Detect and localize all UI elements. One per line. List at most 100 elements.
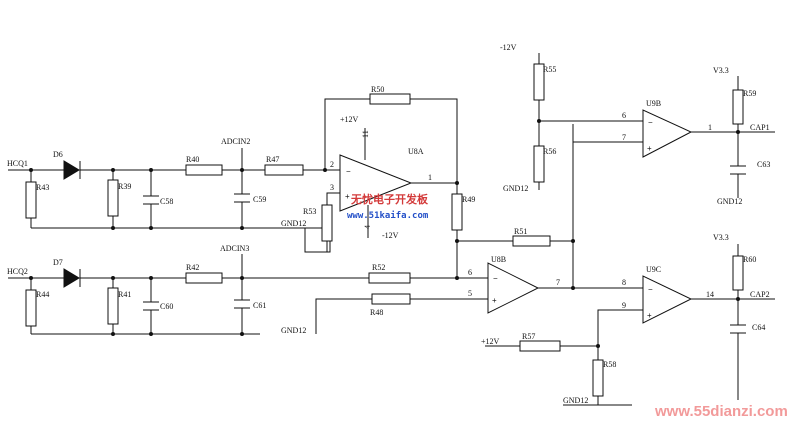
pin-numbers: 2 3 1 11 4 6 5 7 6 7 1 8 9 14	[330, 111, 714, 310]
diode-D6	[63, 160, 81, 180]
resistor-R52	[368, 272, 411, 284]
svg-text:+: +	[492, 296, 497, 305]
net-vpos-u8: +12V	[340, 115, 359, 124]
label-R58: R58	[603, 360, 616, 369]
pin-u9b-7: 7	[622, 133, 626, 142]
label-C63: C63	[757, 160, 770, 169]
pin-u9b-1: 1	[708, 123, 712, 132]
net-gnd12-top: GND12	[281, 219, 306, 228]
label-R47: R47	[266, 155, 279, 164]
pin-u9c-8: 8	[622, 278, 626, 287]
label-U9C: U9C	[646, 265, 661, 274]
capacitor-C58	[143, 195, 159, 205]
svg-text:−: −	[493, 274, 498, 283]
capacitor-C63	[730, 165, 746, 175]
capacitor-C64	[730, 324, 746, 334]
label-R43: R43	[36, 183, 49, 192]
net-hcq1: HCQ1	[7, 159, 28, 168]
label-R50: R50	[371, 85, 384, 94]
resistor-R39	[107, 179, 119, 217]
pin-u8a-11: 11	[361, 130, 370, 138]
resistor-R59	[732, 89, 744, 125]
label-R53: R53	[303, 207, 316, 216]
capacitors	[143, 165, 746, 334]
pin-u8b-7: 7	[556, 278, 560, 287]
capacitor-C60	[143, 301, 159, 311]
net-vneg-top: -12V	[500, 43, 517, 52]
pin-u8a-3: 3	[330, 183, 334, 192]
pin-u9c-14: 14	[706, 290, 714, 299]
label-D7: D7	[53, 258, 63, 267]
label-R41: R41	[118, 290, 131, 299]
label-U8A: U8A	[408, 147, 424, 156]
label-R55: R55	[543, 65, 556, 74]
resistors	[25, 63, 744, 397]
label-R56: R56	[543, 147, 556, 156]
resistor-R42	[185, 272, 223, 284]
label-R51: R51	[514, 227, 527, 236]
net-vpos-r57: +12V	[481, 337, 500, 346]
resistor-R55	[533, 63, 545, 101]
resistor-R47	[264, 164, 304, 176]
capacitor-C59	[234, 193, 250, 203]
opamp-U9C: − +	[642, 275, 693, 324]
label-R59: R59	[743, 89, 756, 98]
svg-text:−: −	[648, 285, 653, 294]
net-gnd12-r58: GND12	[563, 396, 588, 405]
resistor-R49	[451, 193, 463, 231]
net-gnd12-divider: GND12	[503, 184, 528, 193]
opamp-U8B: − +	[487, 262, 540, 314]
component-labels: D6 D7 R43 R39 R40 R47 R50 R49 R53 R51 R4…	[36, 65, 770, 369]
label-U9B: U9B	[646, 99, 661, 108]
capacitor-C61	[234, 299, 250, 309]
label-R57: R57	[522, 332, 535, 341]
label-R48: R48	[370, 308, 383, 317]
net-adcin2: ADCIN2	[221, 137, 250, 146]
pin-u8a-1: 1	[428, 173, 432, 182]
resistor-R48	[371, 293, 411, 305]
watermark-url: www.51kaifa.com	[347, 210, 429, 221]
resistor-R57	[519, 340, 561, 352]
label-C59: C59	[253, 195, 266, 204]
svg-text:+: +	[345, 192, 350, 201]
net-cap2: CAP2	[750, 290, 770, 299]
watermark-site: www.55dianzi.com	[654, 403, 788, 420]
label-U8B: U8B	[491, 255, 506, 264]
opamp-U9B: − +	[642, 109, 693, 158]
net-v33-b: V3.3	[713, 233, 729, 242]
pin-u8a-2: 2	[330, 160, 334, 169]
label-C60: C60	[160, 302, 173, 311]
resistor-R50	[369, 93, 411, 105]
net-adcin3: ADCIN3	[220, 244, 249, 253]
label-R39: R39	[118, 182, 131, 191]
resistor-R51	[512, 235, 551, 247]
diode-D7	[63, 268, 81, 288]
net-cap1: CAP1	[750, 123, 770, 132]
net-vneg-u8: -12V	[382, 231, 399, 240]
pin-u9b-6: 6	[622, 111, 626, 120]
net-labels: HCQ1 HCQ2 ADCIN2 ADCIN3 GND12 GND12 GND1…	[7, 43, 770, 405]
net-v33-a: V3.3	[713, 66, 729, 75]
label-R42: R42	[186, 263, 199, 272]
wires	[8, 53, 775, 406]
junctions	[29, 119, 740, 348]
label-C64: C64	[752, 323, 765, 332]
resistor-R53	[321, 204, 333, 242]
label-D6: D6	[53, 150, 63, 159]
label-R60: R60	[743, 255, 756, 264]
net-gnd12-cap1: GND12	[717, 197, 742, 206]
label-C61: C61	[253, 301, 266, 310]
watermarks: 无忧电子开发板 www.51kaifa.com www.55dianzi.com	[347, 192, 788, 420]
resistor-R41	[107, 287, 119, 325]
resistor-R43	[25, 181, 37, 219]
label-R40: R40	[186, 155, 199, 164]
pin-u9c-9: 9	[622, 301, 626, 310]
net-hcq2: HCQ2	[7, 267, 28, 276]
resistor-R40	[185, 164, 223, 176]
pin-u8b-6: 6	[468, 268, 472, 277]
label-R52: R52	[372, 263, 385, 272]
label-R44: R44	[36, 290, 49, 299]
svg-text:−: −	[648, 118, 653, 127]
